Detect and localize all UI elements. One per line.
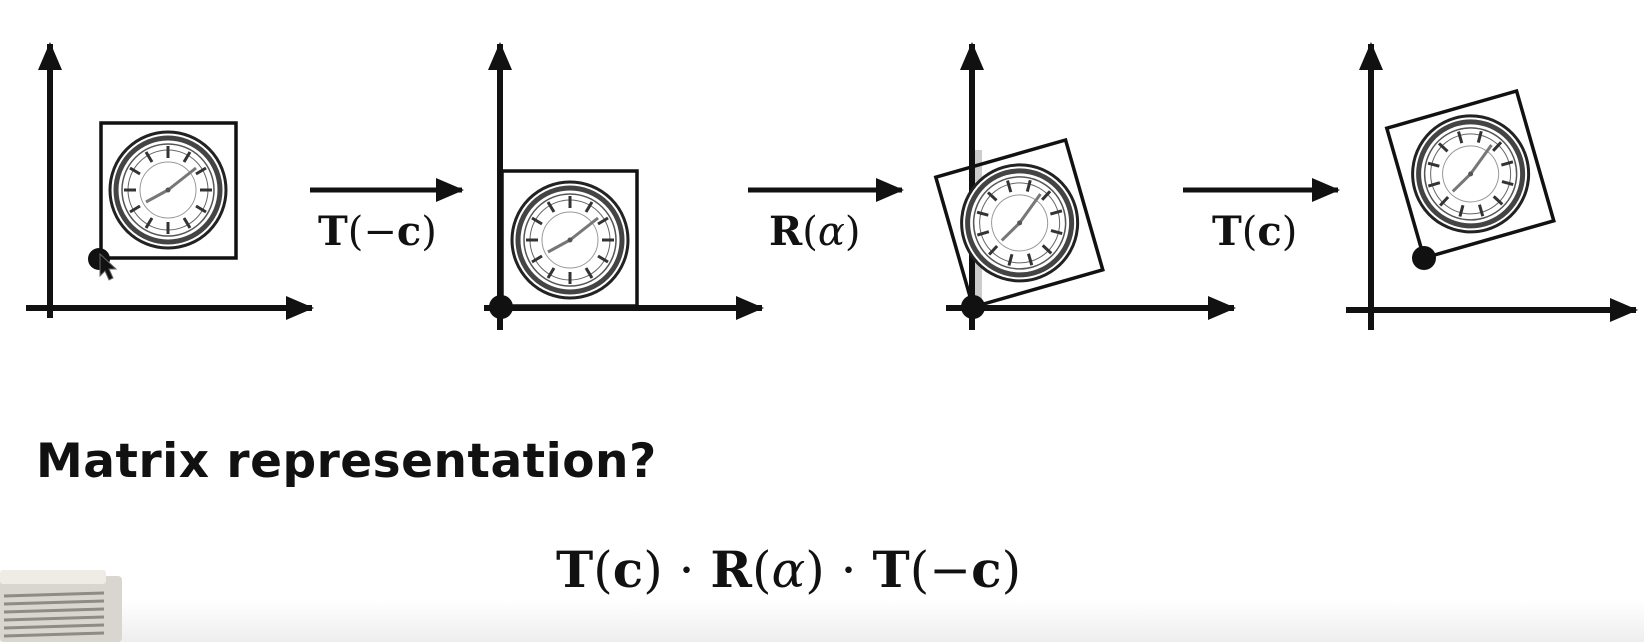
pivot-point [1412, 246, 1436, 270]
panel-translated [484, 42, 764, 330]
clock-icon [1399, 102, 1542, 245]
mouse-cursor-icon [99, 252, 118, 281]
square-frame [933, 137, 1105, 310]
square-frame [500, 169, 639, 308]
presenter-device-image [0, 570, 122, 642]
panel-original [26, 42, 314, 320]
square-frame [99, 121, 238, 260]
square-frame [1384, 88, 1556, 261]
pivot-point [489, 295, 513, 319]
question-heading: Matrix representation? [36, 434, 657, 489]
clock-icon [110, 132, 226, 248]
label-translate-pos: T(c) [1212, 208, 1298, 255]
pivot-point [961, 295, 985, 319]
label-rotate: R(α) [769, 208, 861, 255]
panel-translated-back [1346, 42, 1638, 330]
panel-rotated [933, 42, 1236, 330]
clock-icon [512, 182, 628, 298]
bottom-fade [0, 600, 1644, 642]
matrix-formula: T(c) · R(α) · T(−c) [556, 540, 1022, 599]
label-translate-neg: T(−c) [318, 208, 437, 255]
